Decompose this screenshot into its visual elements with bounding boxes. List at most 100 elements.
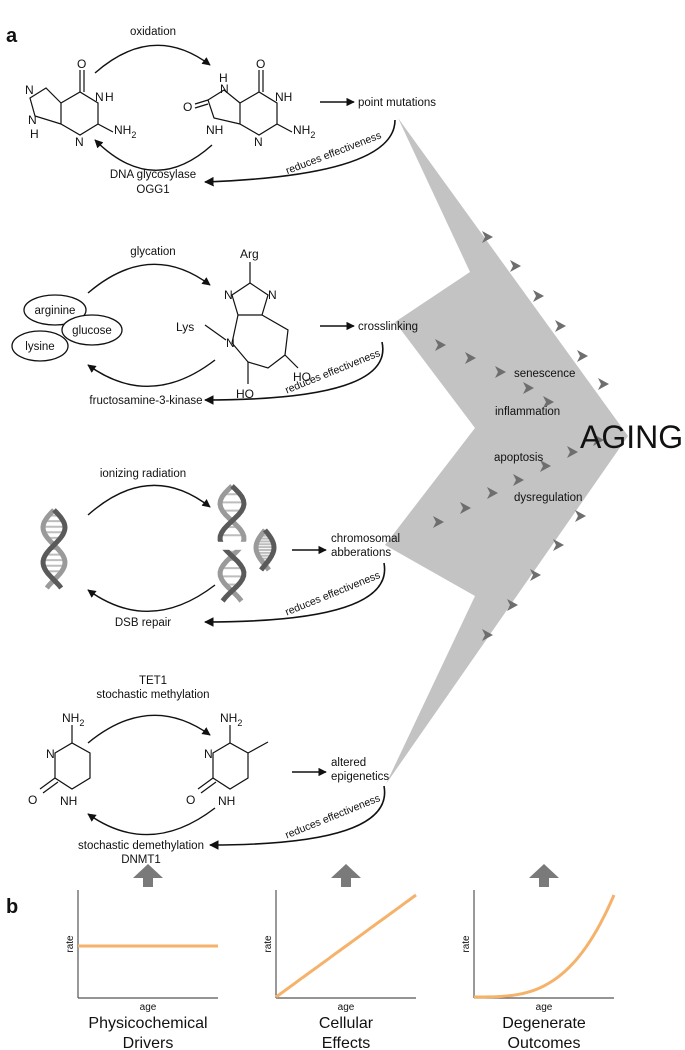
chart-title: Drivers [123, 1035, 174, 1050]
repair-arc-arrow [87, 807, 216, 836]
chevron-icon [482, 629, 493, 641]
chevron-icon [495, 366, 506, 378]
chevron-icon [598, 378, 609, 390]
chart-title: Cellular [319, 1015, 374, 1032]
chevron-icon [460, 502, 471, 514]
agent-arc-arrow [87, 714, 211, 744]
chevron-icon [533, 290, 544, 302]
x-axis-label: age [536, 1002, 553, 1013]
glucosepane-structure [204, 262, 299, 384]
atom-O: O [256, 57, 265, 71]
reactant-ellipse [23, 294, 87, 326]
repair-arc-arrow [87, 359, 216, 388]
outcome-senescence: senescence [514, 368, 575, 380]
atom-N: N [28, 113, 37, 127]
atom-N: N [204, 747, 213, 761]
agent-label: TET1 [139, 675, 167, 687]
chart-title: Physicochemical [88, 1015, 207, 1032]
repair-label: fructosamine-3-kinase [89, 395, 202, 407]
chevron-icon [553, 539, 564, 551]
reactant-label: lysine [25, 341, 54, 353]
panel-label-a: a [6, 25, 18, 47]
reduces-arrow [209, 785, 386, 850]
guanine-structure [29, 70, 114, 136]
chevron-icon [567, 446, 578, 458]
chevron-icon [543, 396, 554, 408]
atom-NH: NH [206, 123, 223, 137]
agent-arc-arrow [87, 484, 211, 516]
chevron-icon [487, 487, 498, 499]
y-axis-label: rate [461, 935, 472, 953]
reactant-label: glucose [72, 325, 112, 337]
chevron-icon [513, 474, 524, 486]
atom-NH: N [95, 90, 104, 104]
up-arrow-icon [331, 864, 361, 887]
chevron-icon [575, 510, 586, 522]
reactant-label: arginine [35, 305, 76, 317]
chevron-icon [540, 460, 551, 472]
helix-strand [40, 508, 68, 590]
agent-label: stochastic methylation [96, 689, 209, 701]
chevron-icon [555, 320, 566, 332]
atom-H: H [219, 71, 228, 85]
chart-title: Outcomes [508, 1035, 581, 1050]
aging-title: AGING [580, 419, 683, 455]
row-glycation: glycation arginine glucose lysine Arg N … [11, 246, 418, 407]
row-oxidation: oxidation O N N H N H N NH2 O H N O NH N… [25, 26, 436, 196]
x-axis-label: age [338, 1002, 355, 1013]
chevron-icon [530, 569, 541, 581]
repair-arc-arrow [87, 584, 216, 613]
atom-N: NH [275, 90, 292, 104]
effect-label: epigenetics [331, 771, 389, 783]
effect-label: point mutations [358, 97, 436, 109]
chevron-icon [507, 599, 518, 611]
effect-label: altered [331, 757, 366, 769]
aging-chevrons [433, 231, 609, 641]
cytosine-structure [39, 725, 91, 794]
x-axis-label: age [140, 1002, 157, 1013]
atom-O: O [186, 793, 195, 807]
dna-break-icon [214, 484, 250, 603]
effect-label: crosslinking [358, 321, 418, 333]
outcome-apoptosis: apoptosis [494, 452, 543, 464]
atom-NH: NH [218, 794, 235, 808]
chevron-icon [435, 339, 446, 351]
repair-label: DNA glycosylase [110, 169, 196, 181]
atom-O: O [183, 100, 192, 114]
break-gap [214, 541, 250, 550]
repair-arc-arrow [94, 139, 213, 171]
agent-label: oxidation [130, 26, 176, 38]
series-line [474, 894, 616, 999]
outcome-inflammation: inflammation [495, 406, 560, 418]
helix-strand [259, 528, 277, 572]
reactant-ellipse [11, 330, 69, 362]
oxoguanine-structure [194, 70, 293, 136]
methylcytosine-structure [197, 725, 269, 794]
repair-label: DSB repair [115, 617, 171, 629]
atom-N: N [46, 747, 55, 761]
chevron-icon [482, 231, 493, 243]
amine-label: NH2 [114, 123, 136, 140]
lys-label: Lys [176, 320, 194, 334]
chevron-icon [577, 350, 588, 362]
chevron-icon [465, 352, 476, 364]
agent-arc-arrow [87, 263, 211, 294]
repair-label: stochastic demethylation [78, 840, 204, 852]
arg-label: Arg [240, 247, 259, 261]
atom-N: N [226, 336, 235, 350]
agent-label: ionizing radiation [100, 468, 186, 480]
hydroxyl-label: HO [236, 387, 254, 401]
helix-strand [40, 508, 68, 590]
agent-label: glycation [130, 246, 175, 258]
amine-label: NH2 [62, 711, 84, 728]
repair-label: OGG1 [136, 184, 169, 196]
atom-N: N [75, 135, 84, 149]
row-methylation: TET1 stochastic methylation NH2 N O NH N… [28, 675, 389, 866]
chevron-icon [510, 260, 521, 272]
atom-H: H [30, 127, 39, 141]
series-line [275, 893, 417, 999]
effect-label: abberations [331, 547, 391, 559]
up-arrow-icon [529, 864, 559, 887]
hydroxyl-label: HO [293, 370, 311, 384]
y-axis-label: rate [65, 935, 76, 953]
